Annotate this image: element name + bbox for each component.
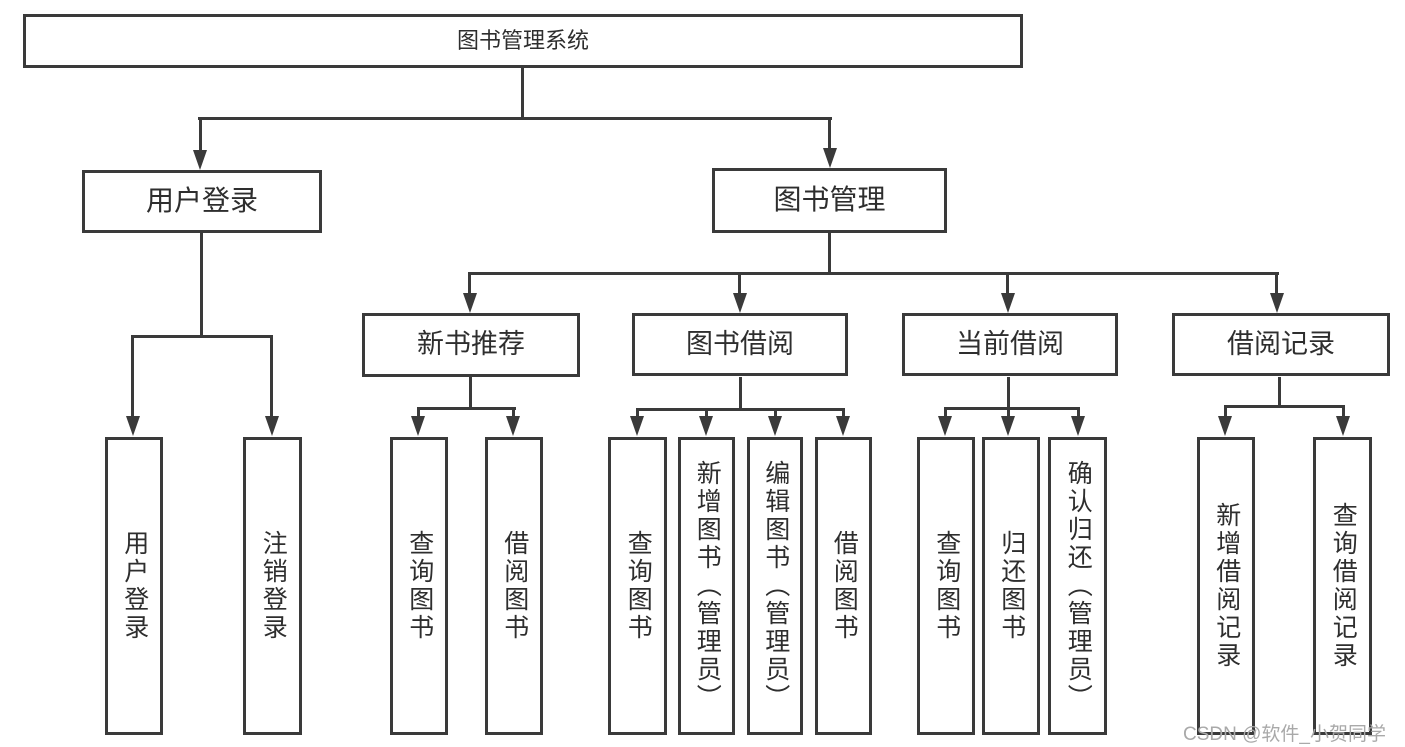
arrowhead-to-user-login xyxy=(193,150,207,170)
node-current-borrowing: 当前借阅 xyxy=(902,313,1118,376)
arrowhead-bb-leaf3 xyxy=(768,416,782,436)
connector-stub-br-leaf2 xyxy=(1342,407,1345,418)
node-new-book-recommendation: 新书推荐 xyxy=(362,313,580,377)
connector-stub-bb-leaf2 xyxy=(705,410,708,418)
node-book-management: 图书管理 xyxy=(712,168,947,233)
connector-level3-horizontal xyxy=(468,272,1279,275)
connector-stub-cb-leaf2 xyxy=(1007,409,1010,418)
node-book-borrowing: 图书借阅 xyxy=(632,313,848,376)
leaf-confirm-return-admin: 确认归还（管理员） xyxy=(1048,437,1107,735)
leaf-return-books: 归还图书 xyxy=(982,437,1040,735)
leaf-borrow-books-recommend: 借阅图书 xyxy=(485,437,543,735)
arrowhead-to-borrowing-records xyxy=(1270,293,1284,313)
arrowhead-cb-leaf1 xyxy=(938,416,952,436)
connector-stub-bb-leaf4 xyxy=(842,410,845,418)
connector-current-borrowing-down xyxy=(1007,377,1010,409)
connector-stub-book-management xyxy=(828,118,831,149)
connector-stub-bb-leaf3 xyxy=(774,410,777,418)
connector-stub-new-book xyxy=(468,274,471,294)
watermark: CSDN @软件_小贺同学 xyxy=(1183,724,1386,745)
arrowhead-to-book-management xyxy=(823,148,837,168)
connector-stub-leaf-login xyxy=(131,337,134,417)
connector-root-down xyxy=(521,68,524,119)
connector-stub-book-borrowing xyxy=(738,274,741,294)
arrowhead-to-current-borrowing xyxy=(1001,293,1015,313)
arrowhead-bb-leaf2 xyxy=(699,416,713,436)
leaf-edit-books-admin: 编辑图书（管理员） xyxy=(747,437,803,735)
arrowhead-cb-leaf2 xyxy=(1001,416,1015,436)
connector-stub-user-login xyxy=(199,118,202,151)
connector-current-borrowing-branch xyxy=(944,407,1080,410)
connector-book-borrowing-branch xyxy=(636,408,845,411)
arrowhead-to-leaf-login xyxy=(126,416,140,436)
arrowhead-bb-leaf4 xyxy=(836,416,850,436)
leaf-add-borrow-record: 新增借阅记录 xyxy=(1197,437,1255,735)
leaf-user-login: 用户登录 xyxy=(105,437,163,735)
connector-new-book-branch xyxy=(417,407,516,410)
arrowhead-to-new-book xyxy=(463,293,477,313)
arrowhead-br-leaf2 xyxy=(1336,416,1350,436)
connector-stub-borrowing-records xyxy=(1275,274,1278,294)
arrowhead-to-leaf-logout xyxy=(265,416,279,436)
connector-user-login-branch xyxy=(131,335,273,338)
connector-user-login-down xyxy=(200,233,203,337)
node-library-management-system: 图书管理系统 xyxy=(23,14,1023,68)
node-user-login: 用户登录 xyxy=(82,170,322,233)
connector-stub-nb-leaf1 xyxy=(417,409,420,418)
connector-book-borrowing-down xyxy=(739,377,742,410)
connector-stub-leaf-logout xyxy=(270,337,273,417)
connector-book-management-down xyxy=(828,233,831,274)
arrowhead-cb-leaf3 xyxy=(1071,416,1085,436)
leaf-query-books-current: 查询图书 xyxy=(917,437,975,735)
arrowhead-br-leaf1 xyxy=(1218,416,1232,436)
connector-borrowing-records-down xyxy=(1278,377,1281,407)
arrowhead-to-book-borrowing xyxy=(733,293,747,313)
node-borrowing-records: 借阅记录 xyxy=(1172,313,1390,376)
connector-stub-cb-leaf1 xyxy=(944,409,947,418)
leaf-query-borrow-record: 查询借阅记录 xyxy=(1313,437,1372,735)
leaf-query-books-recommend: 查询图书 xyxy=(390,437,448,735)
arrowhead-bb-leaf1 xyxy=(630,416,644,436)
connector-stub-br-leaf1 xyxy=(1224,407,1227,418)
leaf-query-books-borrowing: 查询图书 xyxy=(608,437,667,735)
leaf-logout-login: 注销登录 xyxy=(243,437,302,735)
leaf-add-books-admin: 新增图书（管理员） xyxy=(678,437,735,735)
connector-stub-cb-leaf3 xyxy=(1077,409,1080,418)
arrowhead-nb-leaf2 xyxy=(506,416,520,436)
connector-level1-horizontal xyxy=(198,117,832,120)
leaf-borrow-books-borrowing: 借阅图书 xyxy=(815,437,872,735)
connector-stub-current-borrowing xyxy=(1006,274,1009,294)
connector-stub-bb-leaf1 xyxy=(636,410,639,418)
connector-new-book-down xyxy=(469,377,472,410)
arrowhead-nb-leaf1 xyxy=(411,416,425,436)
connector-borrowing-records-branch xyxy=(1224,405,1345,408)
connector-stub-nb-leaf2 xyxy=(512,409,515,418)
